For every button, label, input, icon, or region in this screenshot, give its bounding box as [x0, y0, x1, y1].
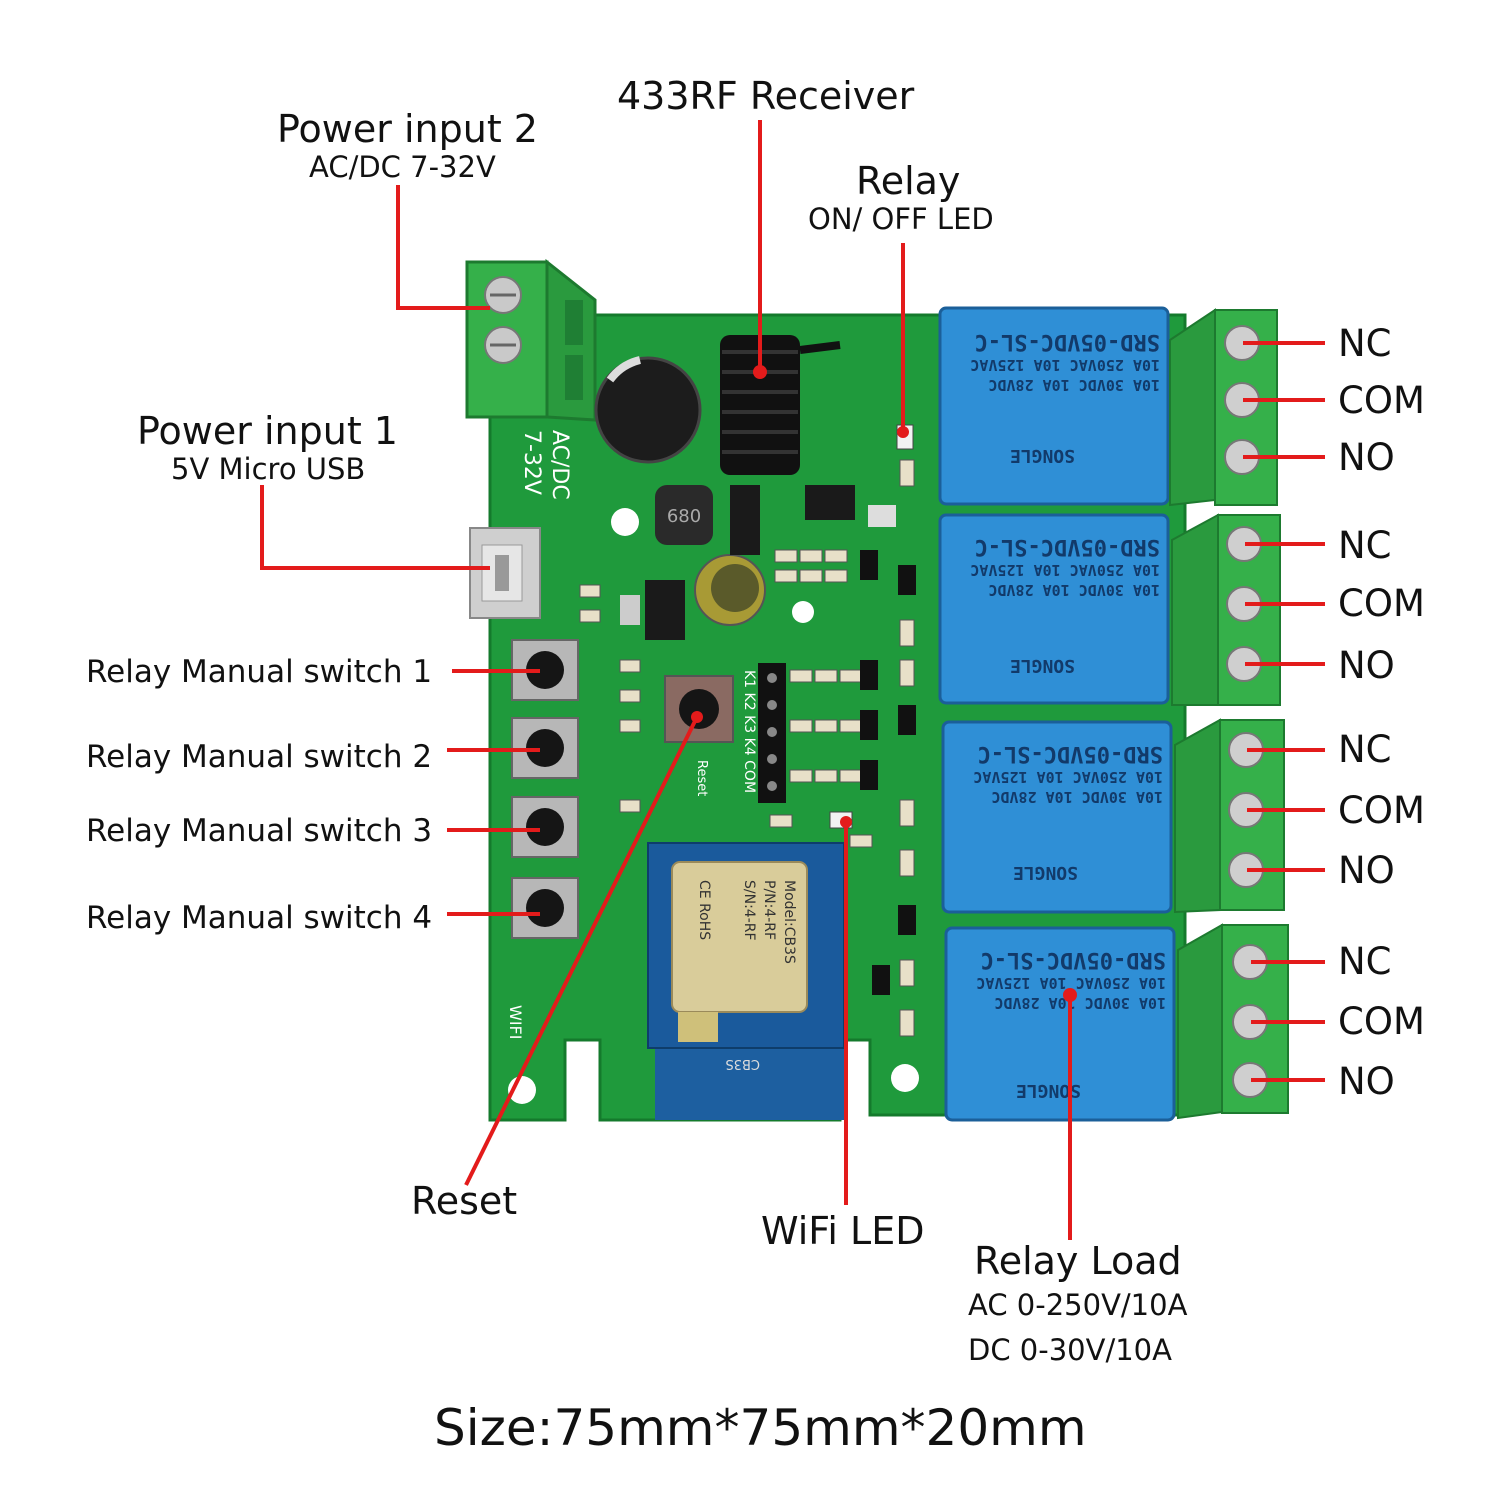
relay-4-rating-dc: 10A 30VDC 10A 28VDC [994, 994, 1166, 1012]
relay-1-brand: SONGLE [1010, 445, 1075, 466]
terminal-3-com: COM [1338, 789, 1425, 832]
terminal-1-nc: NC [1338, 322, 1392, 365]
relay-4-brand: SONGLE [1016, 1080, 1081, 1101]
relay-2-rating-ac: 10A 250VAC 10A 125VAC [970, 561, 1160, 579]
wifi-module [647, 842, 845, 1120]
relay-2-rating-dc: 10A 30VDC 10A 28VDC [988, 581, 1160, 599]
capacitor [594, 356, 766, 626]
terminal-3-no: NO [1338, 849, 1395, 892]
power-input-2-spec: AC/DC 7-32V [309, 150, 496, 184]
power-input-1-title: Power input 1 [137, 409, 398, 453]
relay-2-brand: SONGLE [1010, 655, 1075, 676]
module-cert-marks: CE RoHS [696, 880, 712, 940]
manual-switch-4[interactable] [511, 877, 579, 939]
terminal-2-no: NO [1338, 644, 1395, 687]
ic-chip [805, 485, 855, 520]
mount-hole [611, 508, 639, 536]
terminal-1-com: COM [1338, 379, 1425, 422]
module-pn: P/N:4-RF [761, 880, 777, 940]
regulator-chip [645, 580, 685, 640]
relay-1-model: SRD-05VDC-SL-C [975, 329, 1160, 354]
leader-dots [691, 365, 1077, 1002]
relay-3-brand: SONGLE [1013, 862, 1078, 883]
module-sn: S/N:4-RF [741, 880, 757, 941]
relay-4-model: SRD-05VDC-SL-C [981, 947, 1166, 972]
manual-switch-3[interactable] [511, 796, 579, 858]
inductor: 680 [655, 485, 713, 545]
crystal-small [868, 505, 896, 527]
smd-components [579, 459, 915, 1037]
pin-header [758, 663, 786, 803]
relay-2 [938, 513, 1170, 705]
relay-1 [938, 306, 1170, 506]
relay-load-dc: DC 0-30V/10A [968, 1333, 1172, 1367]
svg-text:680: 680 [667, 506, 701, 527]
relay-3 [941, 720, 1173, 914]
manual-switch-2-label: Relay Manual switch 2 [86, 739, 433, 775]
silkscreen-voltage: 7-32V [519, 430, 544, 495]
relay-3-rating-ac: 10A 250VAC 10A 125VAC [973, 768, 1163, 786]
diode [730, 485, 760, 555]
leader-reset [464, 716, 699, 1186]
output-terminal-4 [1177, 923, 1289, 1120]
rf-receiver-coil [720, 335, 841, 475]
leader-power-input-1 [260, 485, 490, 570]
relay-load-title: Relay Load [974, 1239, 1182, 1283]
leader-lines [260, 120, 1325, 1240]
power-terminal-block [465, 258, 597, 422]
manual-switch-4-label: Relay Manual switch 4 [86, 900, 433, 936]
relay-4 [944, 926, 1176, 1122]
relay-1-rating-dc: 10A 30VDC 10A 28VDC [988, 376, 1160, 394]
relay-3-model: SRD-05VDC-SL-C [978, 741, 1163, 766]
output-terminal-1 [1169, 308, 1278, 507]
power-input-2-title: Power input 2 [277, 107, 538, 151]
power-input-1-spec: 5V Micro USB [171, 452, 366, 486]
terminal-4-com: COM [1338, 1000, 1425, 1043]
terminal-4-nc: NC [1338, 940, 1392, 983]
relay-load-ac: AC 0-250V/10A [968, 1288, 1188, 1322]
module-model: Model:CB3S [781, 880, 797, 964]
silkscreen-wifi: WIFI [506, 1005, 525, 1039]
manual-switch-1[interactable] [511, 639, 579, 701]
terminal-3-nc: NC [1338, 728, 1392, 771]
leader-power-input-2 [396, 185, 490, 310]
mount-hole [792, 601, 814, 623]
micro-usb-port [469, 527, 541, 619]
reset-label: Reset [411, 1179, 518, 1223]
terminal-4-no: NO [1338, 1060, 1395, 1103]
relay-led-spec: ON/ OFF LED [808, 202, 994, 236]
relay-3-rating-dc: 10A 30VDC 10A 28VDC [991, 788, 1163, 806]
silkscreen-acdc: AC/DC [547, 430, 572, 500]
transistors [860, 550, 916, 995]
crystal [620, 595, 640, 625]
reset-button[interactable] [664, 675, 734, 743]
relay-led-title: Relay [856, 159, 961, 203]
terminal-2-nc: NC [1338, 524, 1392, 567]
manual-switch-1-label: Relay Manual switch 1 [86, 654, 433, 690]
silkscreen-reset: Reset [694, 760, 709, 796]
output-terminal-2 [1171, 513, 1281, 706]
relay-2-model: SRD-05VDC-SL-C [975, 534, 1160, 559]
mount-hole [891, 1064, 919, 1092]
terminal-1-no: NO [1338, 436, 1395, 479]
relay-1-rating-ac: 10A 250VAC 10A 125VAC [970, 356, 1160, 374]
size-caption: Size:75mm*75mm*20mm [434, 1399, 1087, 1457]
module-name: CB3S [725, 1056, 760, 1071]
terminal-2-com: COM [1338, 582, 1425, 625]
relay-4-rating-ac: 10A 250VAC 10A 125VAC [976, 974, 1166, 992]
rf-receiver-label: 433RF Receiver [617, 74, 915, 118]
manual-switch-3-label: Relay Manual switch 3 [86, 813, 433, 849]
pin-header-silkscreen: K1 K2 K3 K4 COM [741, 670, 757, 793]
wifi-led-label: WiFi LED [761, 1209, 925, 1253]
